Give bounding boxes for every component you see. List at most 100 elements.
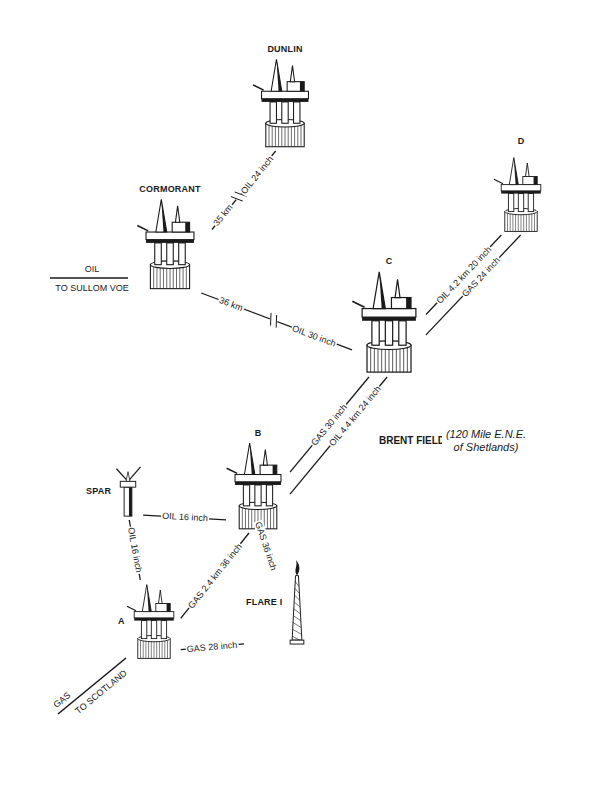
drawing-group: [227, 443, 281, 529]
export-pipeline: [50, 277, 128, 278]
pipeline: [426, 235, 521, 335]
platform-name: FLARE I: [244, 597, 284, 608]
module-shade: [406, 298, 411, 309]
deck-band: [146, 240, 194, 243]
flare-flame: [296, 560, 300, 576]
flare-tower: [293, 576, 303, 641]
platform-name: SPAR: [84, 486, 113, 497]
platform-deck: [134, 612, 174, 618]
base-stripe: [160, 267, 161, 289]
flare-boom: [175, 206, 179, 222]
spar-hull: [124, 487, 132, 516]
base-stripe: [269, 125, 270, 146]
platform-node: C: [352, 256, 426, 377]
platform-deck: [501, 185, 541, 191]
derrick-shade: [250, 443, 255, 474]
platform-deck: [146, 232, 194, 240]
drilling-derrick: [509, 158, 518, 185]
base-stripe: [140, 640, 141, 658]
module-shade: [300, 82, 304, 92]
base-stripe: [176, 267, 177, 289]
base-stripe: [531, 213, 532, 231]
base-stripe: [403, 348, 404, 372]
deck-module: [523, 177, 537, 185]
lattice-brace: [295, 588, 299, 593]
base-stripe: [151, 640, 152, 658]
platform-name: A: [116, 616, 127, 627]
base-stripe: [515, 213, 516, 231]
base-stripe: [297, 125, 298, 146]
platform-leg: [399, 321, 406, 345]
deck-module: [287, 82, 304, 92]
platform-leg: [270, 102, 276, 123]
platform-leg: [282, 102, 288, 123]
platform-name: D: [516, 136, 527, 147]
derrick-shade: [276, 59, 281, 91]
drilling-derrick: [156, 199, 167, 232]
hull-shade: [129, 487, 132, 516]
flare-boom: [526, 163, 530, 177]
base-stripe: [142, 640, 143, 658]
base-stripe: [518, 213, 519, 231]
base-stripe: [407, 348, 408, 372]
base-stripe: [526, 213, 527, 231]
base-stripe: [264, 508, 265, 529]
base-stripe: [153, 267, 154, 289]
base-stripe: [156, 640, 157, 658]
pipeline: [290, 377, 387, 494]
map-label: OIL: [84, 264, 101, 274]
drawing-group: [352, 272, 416, 372]
base-stripe: [173, 267, 174, 289]
map-label: 36 km: [217, 295, 245, 314]
platform-drawing: [248, 55, 322, 151]
base-stripe: [301, 125, 302, 146]
platform-drawing: [128, 195, 212, 293]
base-stripe: [381, 348, 382, 372]
platform-name: DUNLIN: [265, 44, 304, 55]
deck-band: [262, 99, 309, 102]
deck-module: [391, 298, 411, 309]
deck-band: [134, 618, 174, 621]
platform-leg: [528, 194, 533, 212]
spar-deck: [120, 481, 135, 487]
base-stripe: [370, 348, 371, 372]
platform-name: B: [253, 428, 264, 439]
base-stripe: [378, 348, 379, 372]
module-shade: [185, 222, 189, 232]
map-label: TO SCOTLAND: [72, 667, 129, 717]
platform-drawing: [494, 147, 548, 235]
base-stripe: [507, 213, 508, 231]
pipeline-label: OIL 30 inch: [290, 323, 338, 349]
platform-deck: [235, 475, 281, 482]
platform-deck: [362, 309, 416, 318]
base-stripe: [510, 213, 511, 231]
base-stripe: [294, 125, 295, 146]
crane-jib: [127, 606, 136, 611]
platform-node: A: [116, 580, 181, 662]
base-stripe: [183, 267, 184, 289]
platform-leg: [508, 194, 513, 212]
base-stripe: [396, 348, 397, 372]
base-stripe: [523, 213, 524, 231]
flare-boom: [263, 449, 267, 465]
platform-leg: [243, 485, 249, 506]
base-stripe: [153, 640, 154, 658]
base-stripe: [534, 213, 535, 231]
pipeline: [129, 520, 140, 580]
platform-deck: [262, 91, 309, 98]
flare-boom: [290, 66, 294, 82]
base-stripe: [267, 508, 268, 529]
drilling-derrick: [373, 272, 385, 309]
base-stripe: [512, 213, 513, 231]
base-stripe: [161, 640, 162, 658]
drawing-group: [117, 467, 141, 516]
spar-buoy-drawing: [113, 462, 143, 520]
base-stripe: [156, 267, 157, 289]
platform-node: DUNLIN: [248, 44, 322, 151]
base-stripe: [374, 348, 375, 372]
base-stripe: [148, 640, 149, 658]
pipeline-label: GAS 2.4 km 36 inch: [185, 541, 244, 611]
base-stripe: [270, 508, 271, 529]
base-stripe: [245, 508, 246, 529]
platform-node: D: [494, 136, 548, 235]
